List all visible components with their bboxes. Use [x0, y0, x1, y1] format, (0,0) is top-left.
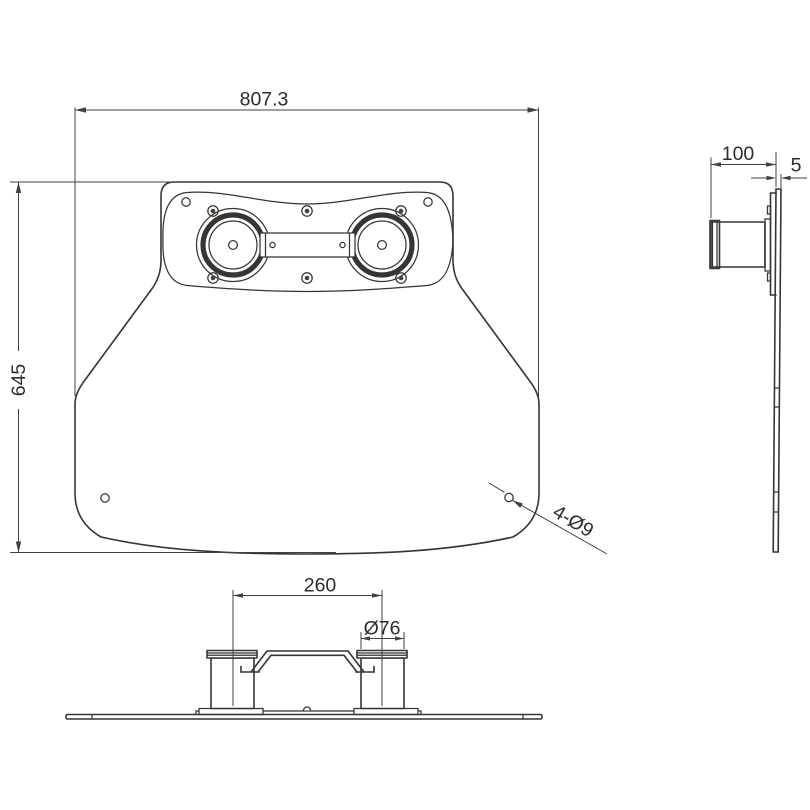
right-mount-boss	[344, 207, 420, 283]
connecting-bar	[259, 232, 356, 258]
corner-hole-bottom-right	[504, 492, 514, 503]
right-post-flange	[353, 707, 419, 716]
front-view: 807.3 645 4-Ø9	[8, 89, 608, 555]
bar-hole-right	[339, 241, 346, 249]
vesa-plate-outline	[162, 191, 454, 293]
side-cylinder	[709, 219, 766, 270]
dim-spacing-label: 260	[304, 575, 337, 597]
dim-bottom-spacing: 260	[233, 575, 382, 598]
side-screw-head-top	[766, 205, 772, 215]
vesa-screw-holes	[207, 205, 407, 284]
screw-hole	[207, 205, 219, 217]
holes-callout-label: 4-Ø9	[549, 501, 597, 542]
dim-front-width: 807.3	[74, 89, 539, 399]
corner-holes	[100, 197, 514, 503]
bridge-bracket	[240, 650, 375, 673]
dim-thickness-label: 5	[791, 155, 802, 177]
screw-hole	[395, 205, 407, 217]
dim-bottom-diameter: Ø76	[360, 618, 405, 649]
dim-height-label: 645	[8, 364, 30, 397]
side-plate-edge	[772, 188, 782, 553]
dim-depth-label: 100	[722, 143, 755, 165]
dim-side-depth: 100	[710, 143, 777, 218]
left-boss-center-hole	[227, 239, 239, 251]
left-post	[206, 649, 258, 710]
bottom-center-bump	[302, 706, 312, 711]
left-mount-boss	[195, 207, 271, 283]
screw-hole	[301, 272, 313, 284]
left-post-flange	[198, 707, 264, 716]
corner-hole-top-right	[423, 197, 433, 207]
side-view: 100 5	[709, 143, 807, 553]
dim-side-thickness: 5	[751, 155, 807, 188]
screw-hole	[301, 205, 313, 217]
dim-front-height: 645	[8, 181, 336, 553]
left-post-cap	[206, 649, 258, 659]
bottom-platform	[195, 710, 422, 715]
dim-diameter-label: Ø76	[364, 618, 401, 640]
bottom-view: 260 Ø76	[65, 575, 543, 720]
screw-hole	[395, 272, 407, 284]
side-cylinder-cap	[709, 219, 721, 270]
front-plate-outline	[74, 181, 540, 555]
corner-hole-top-left	[181, 197, 191, 207]
side-flange	[764, 218, 772, 272]
screw-hole	[207, 272, 219, 284]
side-bracket	[764, 192, 777, 296]
right-boss-center-hole	[376, 239, 388, 251]
base-plate-bar	[65, 713, 543, 720]
side-screw-head-bottom	[766, 272, 772, 282]
bar-hole-left	[269, 241, 276, 249]
dim-width-label: 807.3	[240, 89, 289, 111]
corner-hole-bottom-left	[100, 493, 110, 503]
